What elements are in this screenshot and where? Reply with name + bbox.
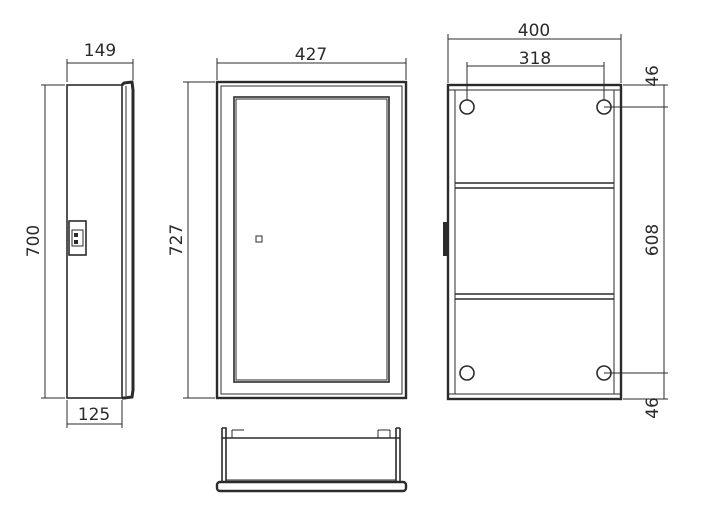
back-view-outline — [443, 83, 623, 401]
dim-front-width: 427 — [216, 45, 407, 80]
dim-back-hole-spacing-v: 608 — [643, 224, 663, 256]
dim-label-149: 149 — [84, 41, 116, 61]
dim-label-727: 727 — [167, 224, 187, 256]
front-view: 427 727 — [167, 45, 408, 400]
back-view: 400 318 46 608 46 — [443, 21, 668, 419]
dim-label-46-top: 46 — [643, 65, 663, 87]
shelf-top — [455, 182, 614, 189]
side-switch-icon — [68, 220, 87, 256]
dim-label-608: 608 — [643, 224, 663, 256]
dim-back-hole-spacing-h: 318 — [466, 49, 605, 100]
dim-label-700: 700 — [24, 225, 44, 257]
dim-back-bottom-offset: 46 — [643, 397, 663, 419]
mounting-hole-top-left — [459, 99, 475, 115]
dim-back-width: 400 — [447, 21, 622, 83]
dim-front-height: 727 — [167, 81, 215, 399]
dim-side-height: 700 — [24, 84, 65, 399]
dim-label-318: 318 — [519, 49, 551, 69]
dim-label-125: 125 — [78, 405, 110, 425]
dim-label-400: 400 — [518, 21, 550, 41]
shelf-bottom — [455, 293, 614, 300]
dim-side-depth-bottom: 125 — [66, 400, 123, 428]
touch-sensor-icon — [255, 235, 263, 243]
mounting-hole-bottom-left — [459, 365, 475, 381]
front-view-outline — [215, 80, 408, 400]
dim-label-427: 427 — [295, 45, 327, 65]
dim-label-46-bottom: 46 — [643, 397, 663, 419]
side-view-outline — [66, 80, 135, 400]
dim-side-depth-top: 149 — [66, 41, 134, 82]
dim-back-top-offset: 46 — [643, 65, 663, 87]
side-view: 149 700 125 — [24, 41, 135, 428]
top-view — [215, 427, 408, 493]
